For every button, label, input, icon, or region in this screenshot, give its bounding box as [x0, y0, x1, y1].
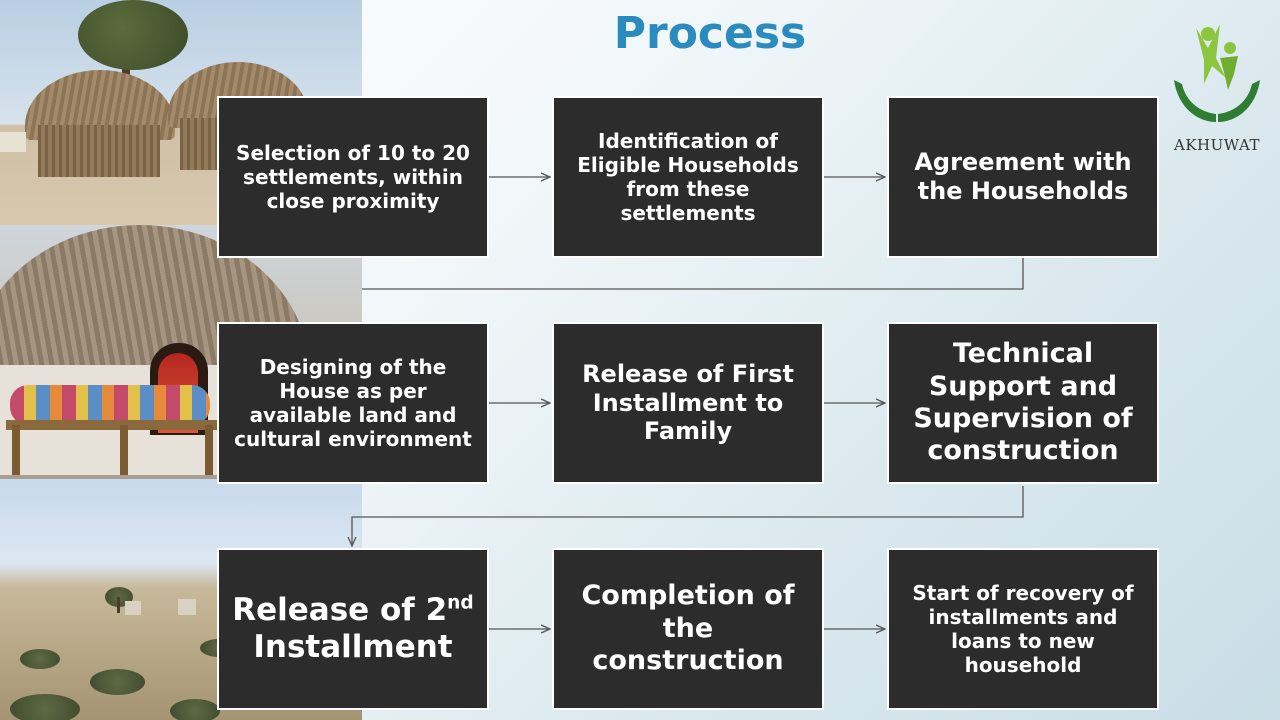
step-3-label: Agreement with the Households [914, 148, 1132, 205]
step-2-box: Identification of Eligible Households fr… [552, 96, 824, 258]
step-8-label: Completion of the construction [581, 580, 795, 677]
step-1-box: Selection of 10 to 20 settlements, withi… [217, 96, 489, 258]
step-2-label: Identification of Eligible Households fr… [577, 129, 799, 225]
step-1-label: Selection of 10 to 20 settlements, withi… [236, 141, 470, 213]
connector-row1-row2 [362, 258, 1024, 290]
step-4-label: Designing of the House as per available … [234, 355, 472, 451]
step-7-label-sup: nd [447, 592, 474, 614]
step-6-label: Technical Support and Supervision of con… [913, 338, 1133, 467]
step-4-box: Designing of the House as per available … [217, 322, 489, 484]
akhuwat-logo-icon [1174, 24, 1260, 122]
step-3-box: Agreement with the Households [887, 96, 1159, 258]
step-9-box: Start of recovery of installments and lo… [887, 548, 1159, 710]
step-8-box: Completion of the construction [552, 548, 824, 710]
akhuwat-logo: AKHUWAT [1168, 18, 1266, 158]
connector-row2-row3 [352, 486, 1024, 546]
step-7-label-prefix: Release of 2 [232, 591, 448, 628]
logo-text: AKHUWAT [1174, 136, 1260, 154]
step-9-label: Start of recovery of installments and lo… [912, 581, 1134, 677]
step-5-box: Release of First Installment to Family [552, 322, 824, 484]
step-7-label-suffix: Installment [253, 629, 453, 665]
step-5-label: Release of First Installment to Family [582, 359, 794, 446]
page-title: Process [613, 8, 807, 59]
step-6-box: Technical Support and Supervision of con… [887, 322, 1159, 484]
